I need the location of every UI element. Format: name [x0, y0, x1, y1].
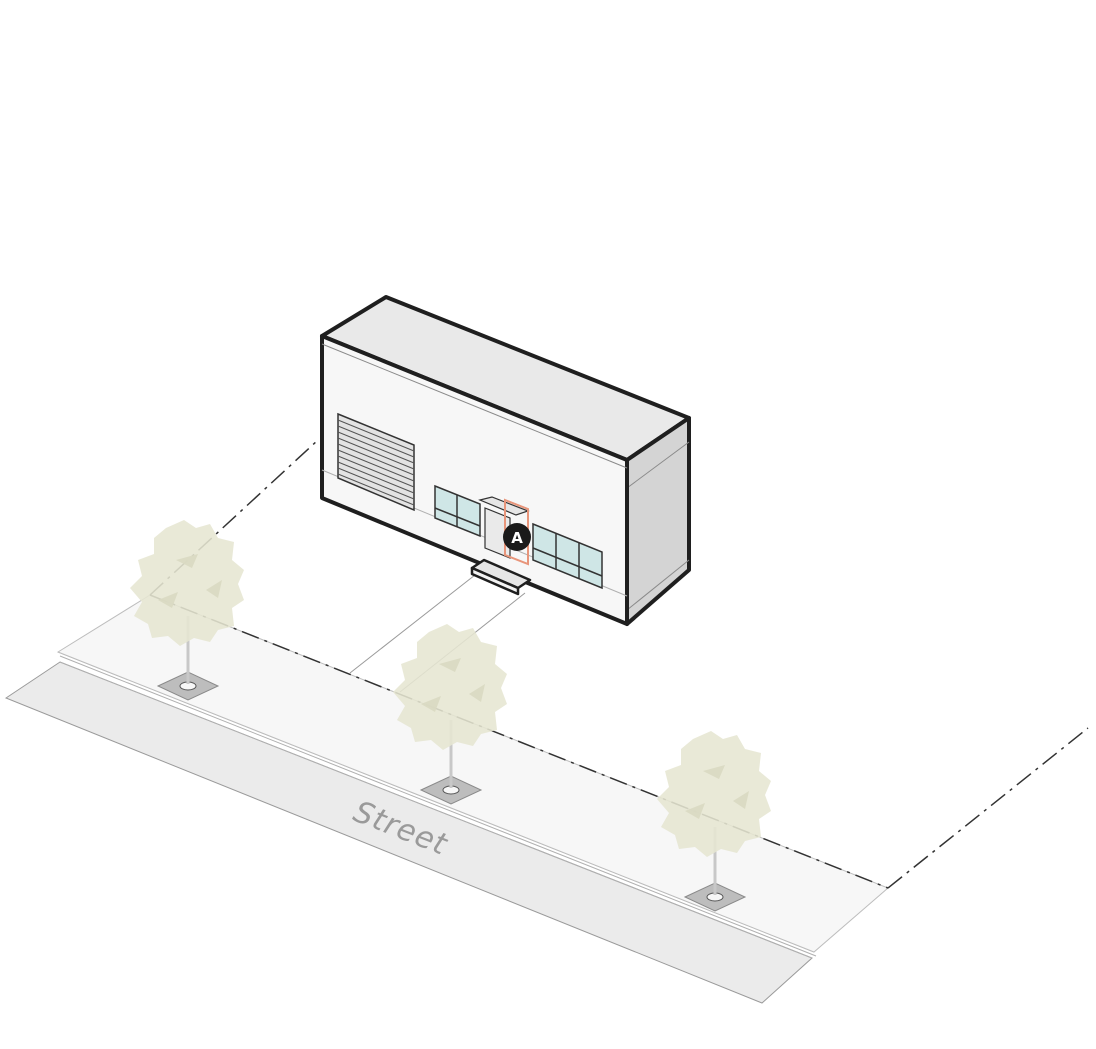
storefront-window-left [434, 484, 481, 538]
tree-icon [657, 731, 771, 912]
garage-door-icon [337, 412, 415, 512]
tree-icon [393, 624, 507, 805]
path-line [349, 574, 476, 674]
entrance-marker-label: A [511, 529, 523, 547]
curb-line [59, 655, 817, 957]
storefront-window-right [532, 522, 603, 590]
entrance-steps [470, 558, 532, 596]
curb-line [59, 661, 813, 959]
tree-icon [130, 520, 244, 701]
building: A [320, 295, 691, 626]
entrance-marker-icon: A [503, 523, 531, 551]
